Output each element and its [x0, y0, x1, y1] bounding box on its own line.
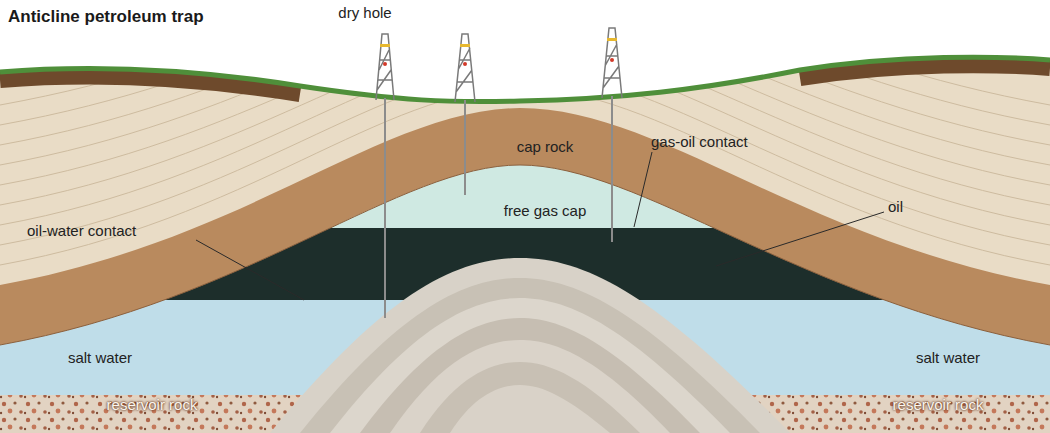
- well-label: dry hole: [338, 4, 391, 21]
- layer-label: free gas cap: [504, 202, 587, 219]
- layer-label: salt water: [916, 349, 980, 366]
- layer-label: reservoir rock: [107, 396, 198, 413]
- contact-label: oil-water contact: [27, 222, 136, 239]
- layer-label: oil: [888, 198, 903, 215]
- layer-label: cap rock: [517, 138, 574, 155]
- contact-label: gas-oil contact: [651, 133, 748, 150]
- layer-label: reservoir rock: [893, 396, 984, 413]
- layer-label: salt water: [68, 349, 132, 366]
- title: Anticline petroleum trap: [8, 7, 204, 27]
